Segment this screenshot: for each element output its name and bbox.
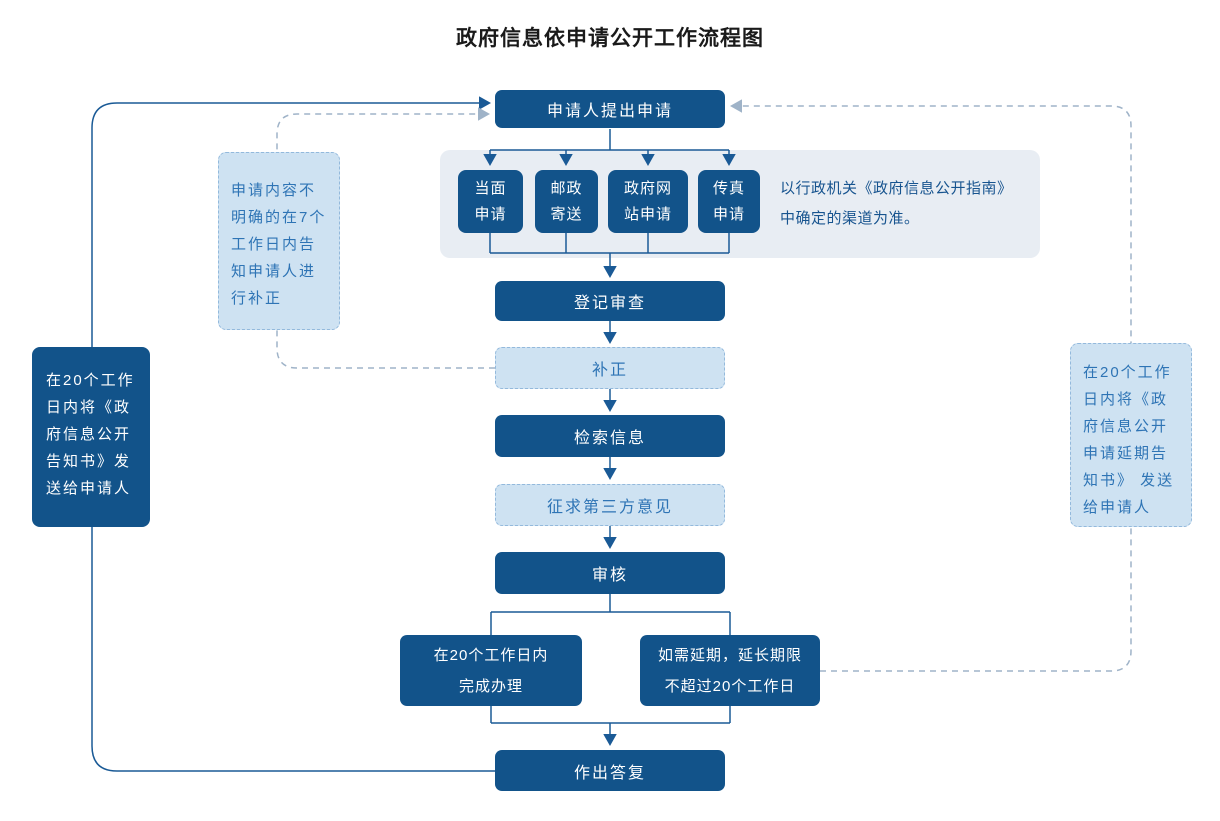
node-complete-within-20-days: 在20个工作日内 完成办理 xyxy=(400,635,582,706)
node-search-information: 检索信息 xyxy=(495,415,725,457)
node-review: 审核 xyxy=(495,552,725,594)
channel-government-website: 政府网 站申请 xyxy=(608,170,688,233)
node-third-party-opinion: 征求第三方意见 xyxy=(495,484,725,526)
node-submit-application: 申请人提出申请 xyxy=(495,90,725,128)
note-supplement-within-7-days: 申请内容不 明确的在7个 工作日内告 知申请人进 行补正 xyxy=(218,152,340,330)
channel-fax: 传真 申请 xyxy=(698,170,760,233)
node-make-reply: 作出答复 xyxy=(495,750,725,791)
channel-in-person: 当面 申请 xyxy=(458,170,523,233)
channel-note-text: 以行政机关《政府信息公开指南》 中确定的渠道为准。 xyxy=(780,180,1013,227)
note-extension-notice: 在20个工作 日内将《政 府信息公开 申请延期告 知书》 发送 给申请人 xyxy=(1070,343,1192,527)
node-register-review: 登记审查 xyxy=(495,281,725,321)
channel-postal-mail: 邮政 寄送 xyxy=(535,170,598,233)
page-title: 政府信息依申请公开工作流程图 xyxy=(456,27,764,50)
node-extension-limit: 如需延期，延长期限 不超过20个工作日 xyxy=(640,635,820,706)
note-disclosure-notice: 在20个工作 日内将《政 府信息公开 告知书》发 送给申请人 xyxy=(32,347,150,527)
node-supplement-correction: 补正 xyxy=(495,347,725,389)
